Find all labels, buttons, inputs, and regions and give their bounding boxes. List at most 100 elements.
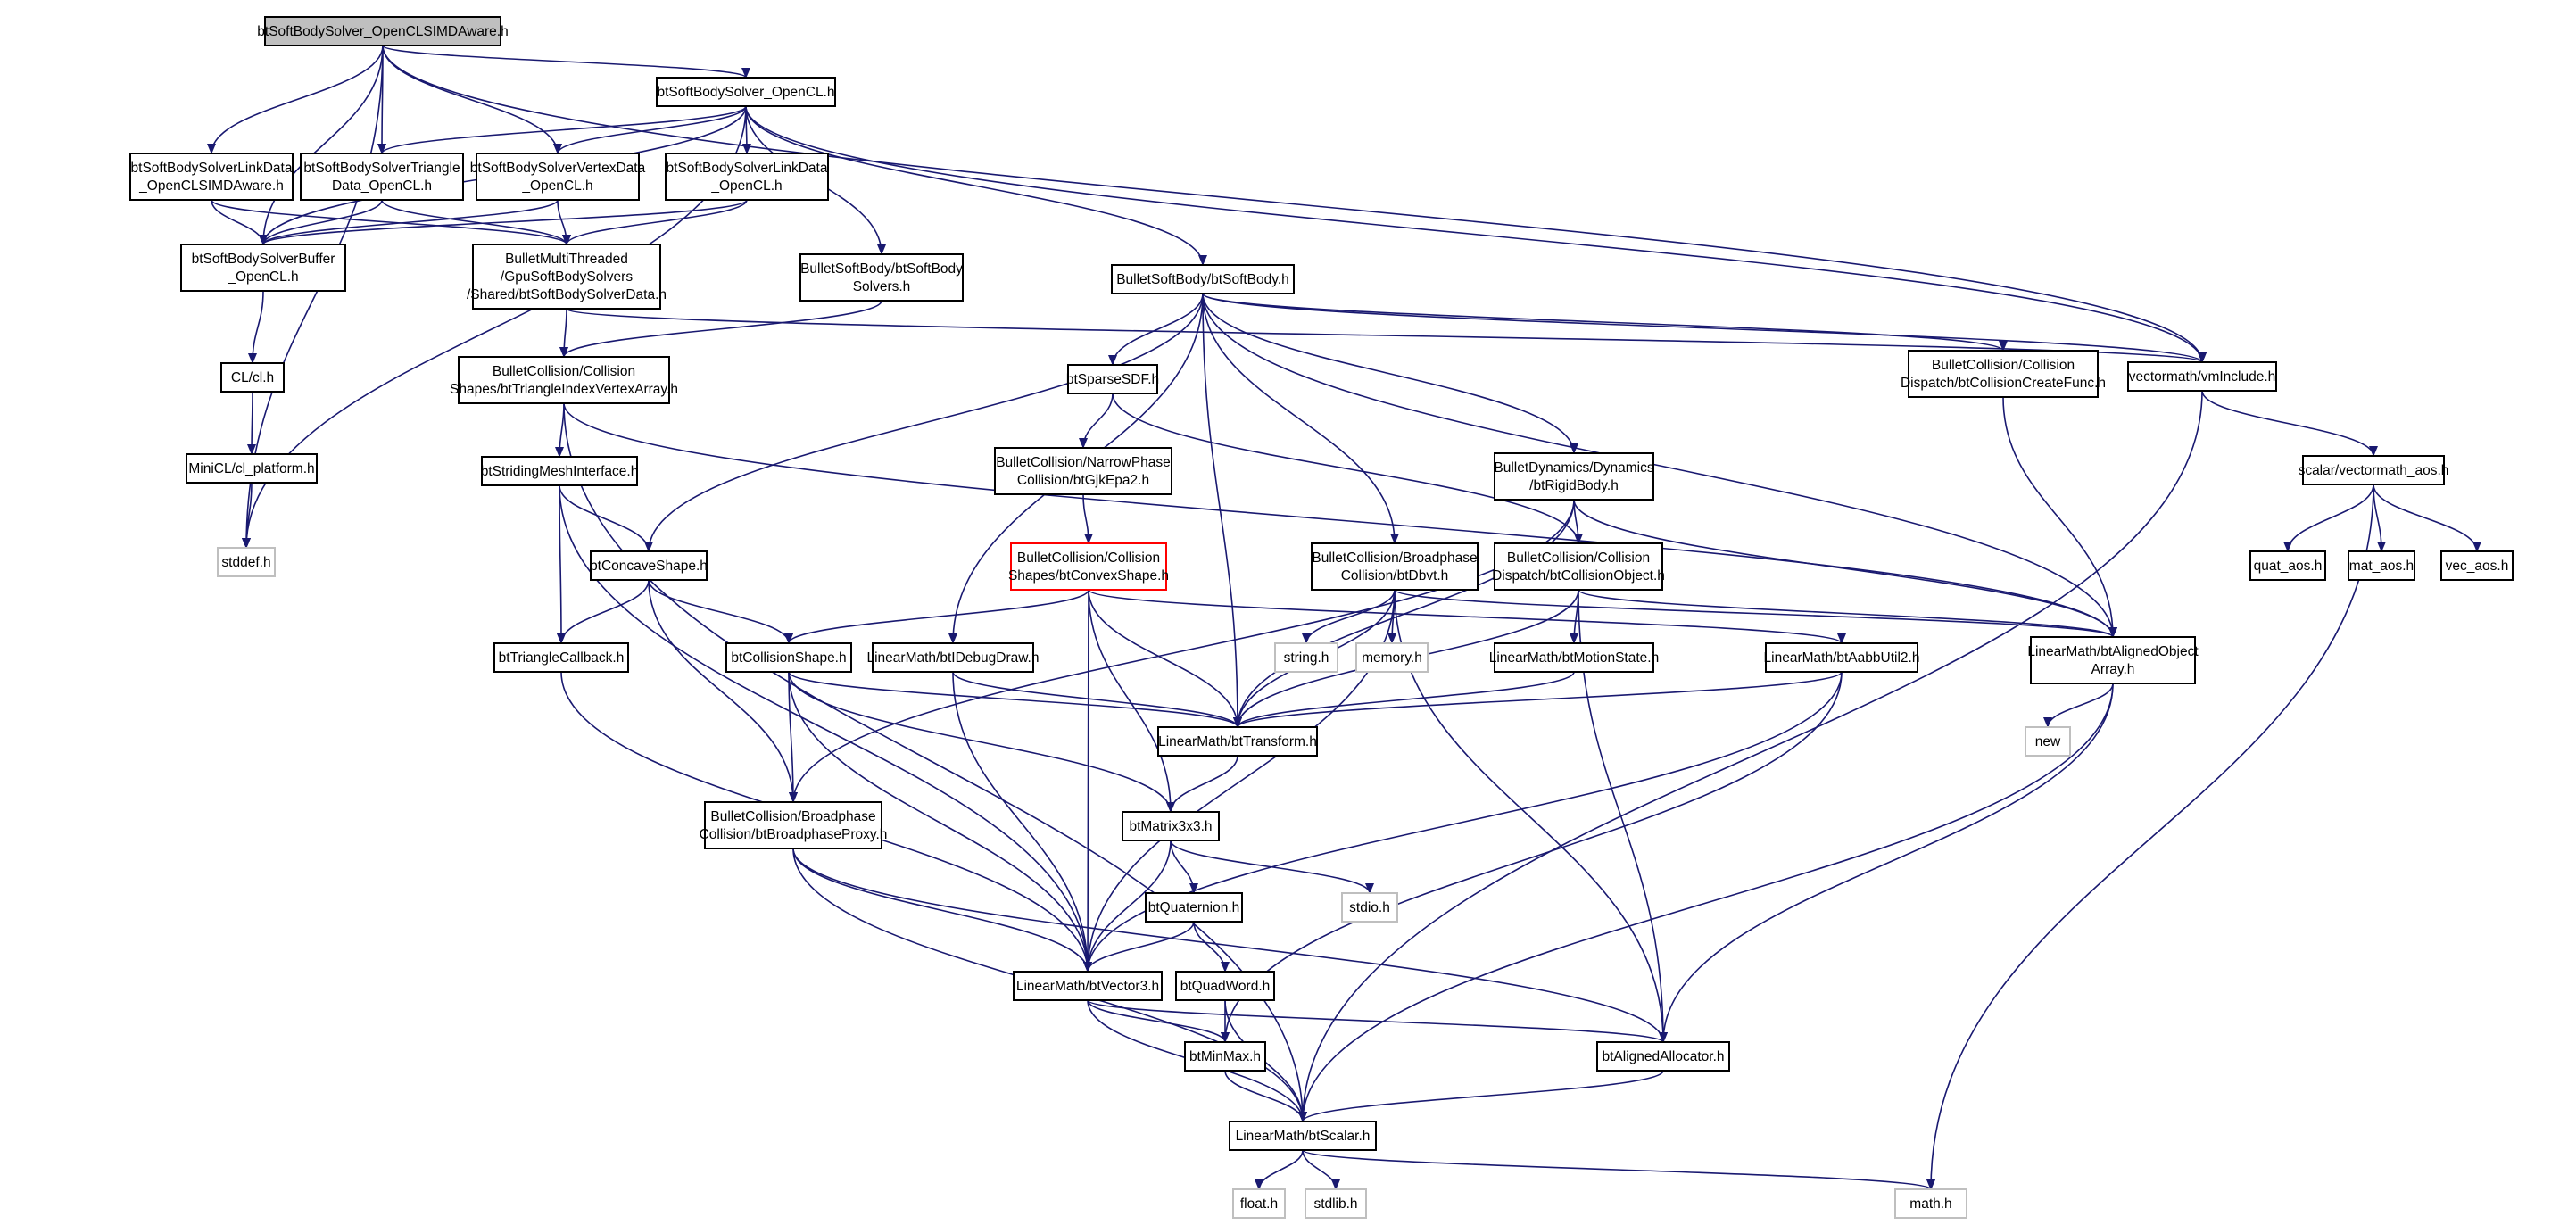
node-scalar_aos[interactable]: scalar/vectormath_aos.h [2299,455,2449,485]
node-minmax[interactable]: btMinMax.h [1184,1041,1266,1072]
node-convex[interactable]: BulletCollision/CollisionShapes/btConvex… [1008,542,1169,591]
node-vertex_ocl[interactable]: btSoftBodySolverVertexData_OpenCL.h [470,153,646,201]
node-label: BulletSoftBody/btSoftBody.h [1116,272,1289,287]
edge-minicl-to-stddef [242,482,253,549]
edge-aabbutil-to-transform [1233,671,1843,728]
edge-layer [207,45,2481,1190]
node-stringh[interactable]: string.h [1274,642,1338,673]
node-striding[interactable]: btStridingMeshInterface.h [481,456,639,486]
node-quat_aos[interactable]: quat_aos.h [2249,550,2326,581]
node-box [994,447,1172,495]
node-label: LinearMath/btTransform.h [1158,734,1317,749]
node-stddef[interactable]: stddef.h [217,547,276,577]
edge-softbody-to-vminclude [1202,293,2207,363]
edge-softbody-to-concave [644,293,1204,552]
node-label: LinearMath/btIDebugDraw.h [866,650,1039,666]
node-bproxy[interactable]: BulletCollision/BroadphaseCollision/btBr… [700,801,888,849]
edge-vertex_ocl-to-buffer_ocl [259,199,559,245]
node-memoryh[interactable]: memory.h [1355,642,1429,673]
node-label: CL/cl.h [231,370,274,385]
node-newh[interactable]: new [2025,726,2071,757]
edge-concave-to-bproxy [648,579,798,803]
node-label: btQuadWord.h [1180,979,1271,994]
node-vec_aos[interactable]: vec_aos.h [2440,550,2514,581]
edge-scalar-to-floath [1255,1149,1304,1190]
node-label: btSoftBodySolver_OpenCL.h [657,85,834,100]
node-alignedalloc[interactable]: btAlignedAllocator.h [1596,1041,1730,1072]
node-sparsesdf[interactable]: btSparseSDF.h [1066,364,1159,394]
node-label: vec_aos.h [2446,559,2509,574]
node-box [1908,350,2099,398]
node-label: /Shared/btSoftBodySolverData.h [467,287,667,302]
node-label: Collision/btGjkEpa2.h [1017,473,1149,488]
node-box [1184,1041,1266,1072]
node-mathh[interactable]: math.h [1894,1188,1967,1219]
node-linkdata_simd[interactable]: btSoftBodySolverLinkData_OpenCLSIMDAware… [129,153,294,201]
node-root[interactable]: btSoftBodySolver_OpenCLSIMDAware.h [257,16,509,46]
edge-aabbutil-to-vector3 [1083,671,1843,973]
node-vminclude[interactable]: vectormath/vmInclude.h [2127,361,2277,392]
edge-root-to-buffer_ocl [259,45,384,245]
node-softbody[interactable]: BulletSoftBody/btSoftBody.h [1111,264,1295,294]
node-quadword[interactable]: btQuadWord.h [1175,971,1275,1001]
node-box [2249,550,2326,581]
node-scalar[interactable]: LinearMath/btScalar.h [1229,1121,1377,1151]
node-label: Dispatch/btCollisionCreateFunc.h [1901,376,2106,391]
node-label: BulletCollision/Broadphase [1312,550,1477,566]
node-box [1232,1188,1286,1219]
node-minicl[interactable]: MiniCL/cl_platform.h [186,453,318,484]
edge-trivertexarray-to-striding [555,402,565,458]
node-aabbutil[interactable]: LinearMath/btAabbUtil2.h [1764,642,1920,673]
edge-solver_ocl-to-triangle_ocl [377,105,747,154]
node-buffer_ocl[interactable]: btSoftBodySolverBuffer_OpenCL.h [180,244,346,292]
edge-convex-to-transform [1088,589,1242,728]
node-transform[interactable]: LinearMath/btTransform.h [1157,726,1318,757]
node-mat_aos[interactable]: mat_aos.h [2348,550,2415,581]
node-clh[interactable]: CL/cl.h [220,362,285,393]
node-box [1175,971,1275,1001]
node-quaternion[interactable]: btQuaternion.h [1145,892,1243,923]
node-dbvt[interactable]: BulletCollision/BroadphaseCollision/btDb… [1311,542,1479,591]
node-label: btSoftBodySolverLinkData [131,161,293,176]
node-box [1494,542,1663,591]
node-concave[interactable]: btConcaveShape.h [590,550,708,581]
edge-solverdata-to-vminclude [566,308,2207,363]
node-gjkepa2[interactable]: BulletCollision/NarrowPhaseCollision/btG… [994,447,1172,495]
node-linkdata_ocl[interactable]: btSoftBodySolverLinkData_OpenCL.h [665,153,829,201]
node-matrix3x3[interactable]: btMatrix3x3.h [1122,811,1220,841]
node-solver_ocl[interactable]: btSoftBodySolver_OpenCL.h [656,77,836,107]
edge-buffer_ocl-to-clh [248,290,264,364]
node-rigidbody[interactable]: BulletDynamics/Dynamics/btRigidBody.h [1494,452,1654,501]
node-debugdraw[interactable]: LinearMath/btIDebugDraw.h [866,642,1040,673]
node-floath[interactable]: float.h [1232,1188,1286,1219]
node-motionstate[interactable]: LinearMath/btMotionState.h [1489,642,1659,673]
edge-concave-to-tricallback [557,579,650,644]
node-stdlibh[interactable]: stdlib.h [1305,1188,1367,1219]
node-collobject[interactable]: BulletCollision/CollisionDispatch/btColl… [1492,542,1665,591]
node-vector3[interactable]: LinearMath/btVector3.h [1013,971,1163,1001]
edge-softbody-to-rigidbody [1202,293,1578,454]
node-box [1013,971,1163,1001]
edge-convex-to-vector3 [1083,589,1093,973]
edge-linkdata_simd-to-solverdata [211,199,571,245]
edge-collobject-to-alignedarray [1578,589,2117,638]
node-trivertexarray[interactable]: BulletCollision/CollisionShapes/btTriang… [450,356,678,404]
node-box [1311,542,1479,591]
node-label: btMinMax.h [1189,1049,1261,1064]
node-box [1229,1121,1377,1151]
node-tricallback[interactable]: btTriangleCallback.h [493,642,629,673]
node-label: LinearMath/btScalar.h [1236,1129,1371,1144]
node-label: quat_aos.h [2254,559,2323,574]
node-label: BulletCollision/Collision [1932,358,2075,373]
node-collcreatefunc[interactable]: BulletCollision/CollisionDispatch/btColl… [1901,350,2106,398]
node-collshape[interactable]: btCollisionShape.h [725,642,852,673]
node-solverdata[interactable]: BulletMultiThreaded/GpuSoftBodySolvers/S… [467,244,667,310]
node-label: /btRigidBody.h [1529,478,1619,493]
edge-softbody-to-alignedarray [1202,293,2117,638]
node-label: math.h [1909,1196,1951,1212]
node-stdioh[interactable]: stdio.h [1341,892,1398,923]
node-box [472,244,661,310]
